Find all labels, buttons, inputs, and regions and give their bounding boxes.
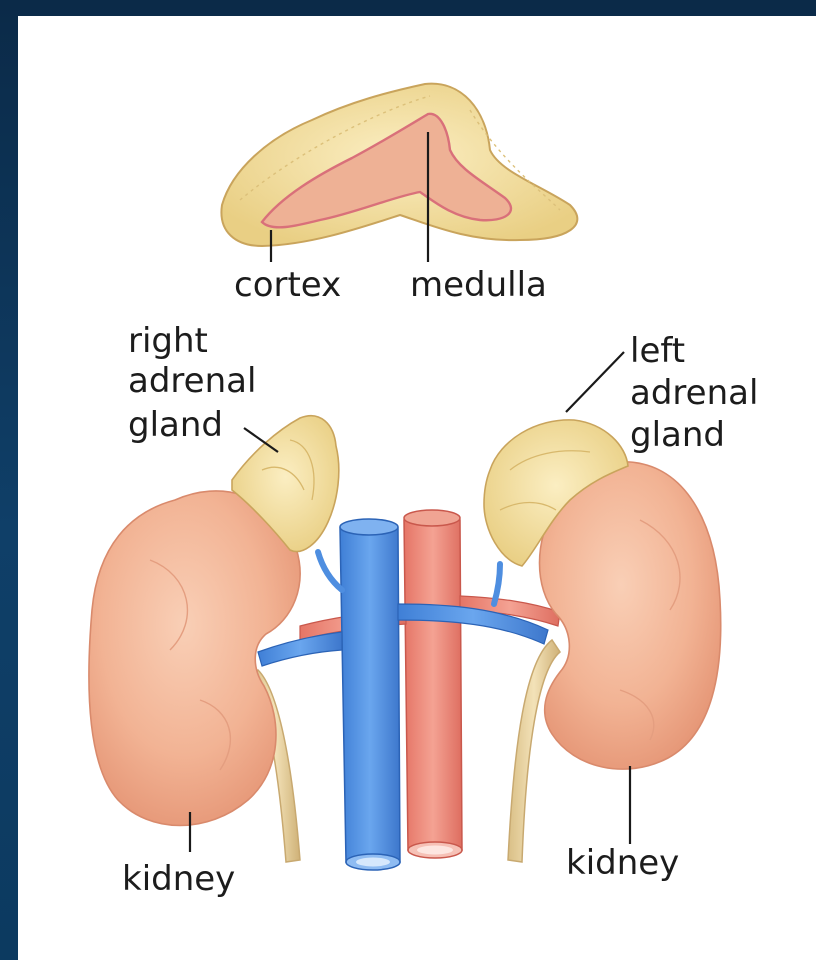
label-right-adrenal-line2: adrenal [128,361,256,401]
aorta [404,510,462,858]
suprarenal-vein-left [494,564,500,604]
left-kidney [540,462,721,769]
adrenal-cross-section [221,84,577,246]
suprarenal-vein-right [318,552,342,590]
leader-left-adrenal [566,352,624,412]
label-right-adrenal-line3: gland [128,405,223,445]
label-cortex: cortex [234,265,341,305]
vena-cava [340,519,400,870]
label-left-adrenal-line1: left [630,331,685,371]
label-right-adrenal-line1: right [128,321,208,361]
label-kidney-left: kidney [566,843,679,883]
label-kidney-right: kidney [122,859,235,899]
label-medulla: medulla [410,265,547,305]
left-ureter [508,640,560,862]
label-left-adrenal-line3: gland [630,415,725,455]
label-left-adrenal-line2: adrenal [630,373,758,413]
